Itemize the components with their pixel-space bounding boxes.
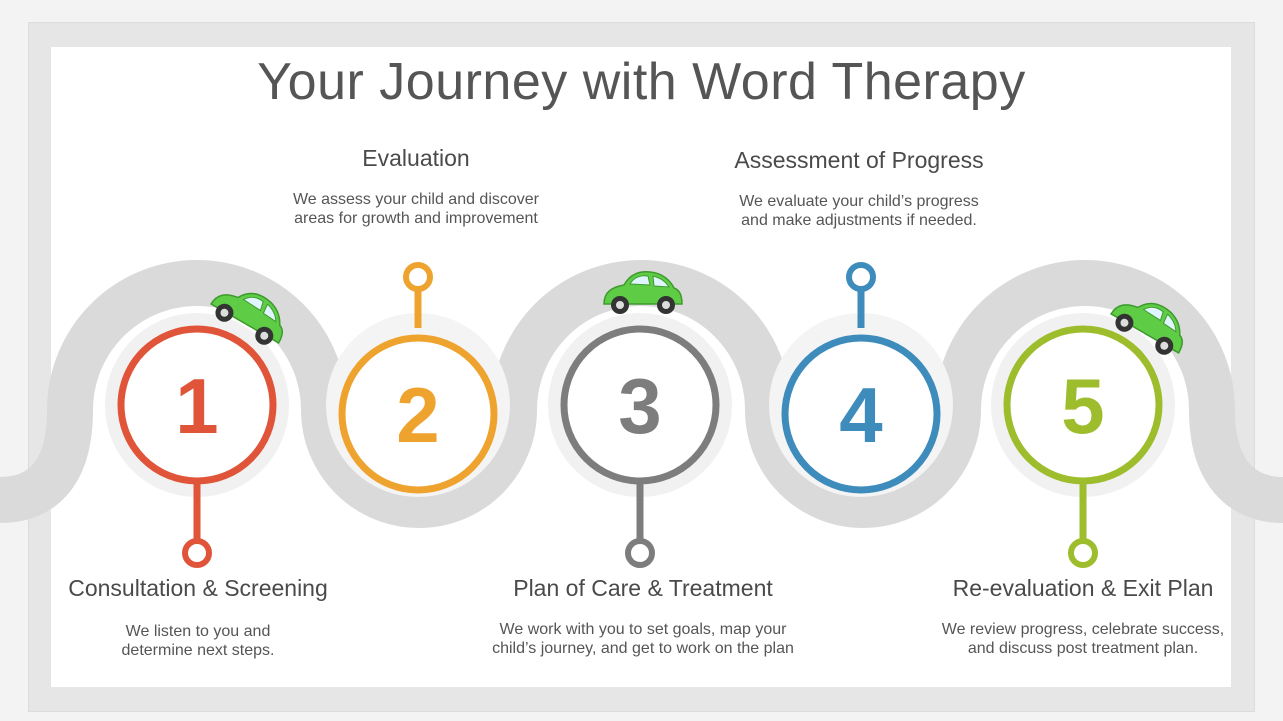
step-4-number: 4 [839,371,882,459]
step-5-desc-line-2: and discuss post treatment plan. [967,640,1199,657]
step-1-number: 1 [175,362,218,450]
step-3-marker: 3 [560,325,720,568]
step-2-desc-line-2: areas for growth and improvement [294,210,538,227]
step-4-heading: Assessment of Progress [734,147,984,173]
step-2-desc-line-1: We assess your child and discover [292,191,540,208]
step-2-number: 2 [396,371,439,459]
step-5-desc-line-1: We review progress, celebrate success, [941,621,1225,638]
step-3-desc-line-1: We work with you to set goals, map your [499,621,787,638]
page-title: Your Journey with Word Therapy [257,53,1026,111]
step-5-number: 5 [1061,362,1104,450]
step-3-number: 3 [618,362,661,450]
step-2-heading: Evaluation [362,145,470,171]
step-3-heading: Plan of Care & Treatment [513,575,773,601]
step-4-desc-line-2: and make adjustments if needed. [741,212,977,229]
step-2-marker: 2 [338,262,498,494]
step-4-description: We evaluate your child’s progress and ma… [709,192,1009,230]
step-5-marker: 5 [1003,325,1163,568]
step-5-description: We review progress, celebrate success, a… [918,620,1248,658]
step-3-description: We work with you to set goals, map your … [458,620,828,658]
step-1-description: We listen to you and determine next step… [48,622,348,660]
step-1-heading: Consultation & Screening [68,575,328,601]
step-4-marker: 4 [781,262,941,494]
step-4-desc-line-1: We evaluate your child’s progress [739,193,979,210]
step-3-desc-line-2: child’s journey, and get to work on the … [492,640,794,657]
step-1-desc-line-1: We listen to you and [125,623,271,640]
step-2-description: We assess your child and discover areas … [266,190,566,228]
step-5-heading: Re-evaluation & Exit Plan [952,575,1214,601]
step-1-marker: 1 [117,325,277,568]
step-1-desc-line-2: determine next steps. [121,642,275,659]
